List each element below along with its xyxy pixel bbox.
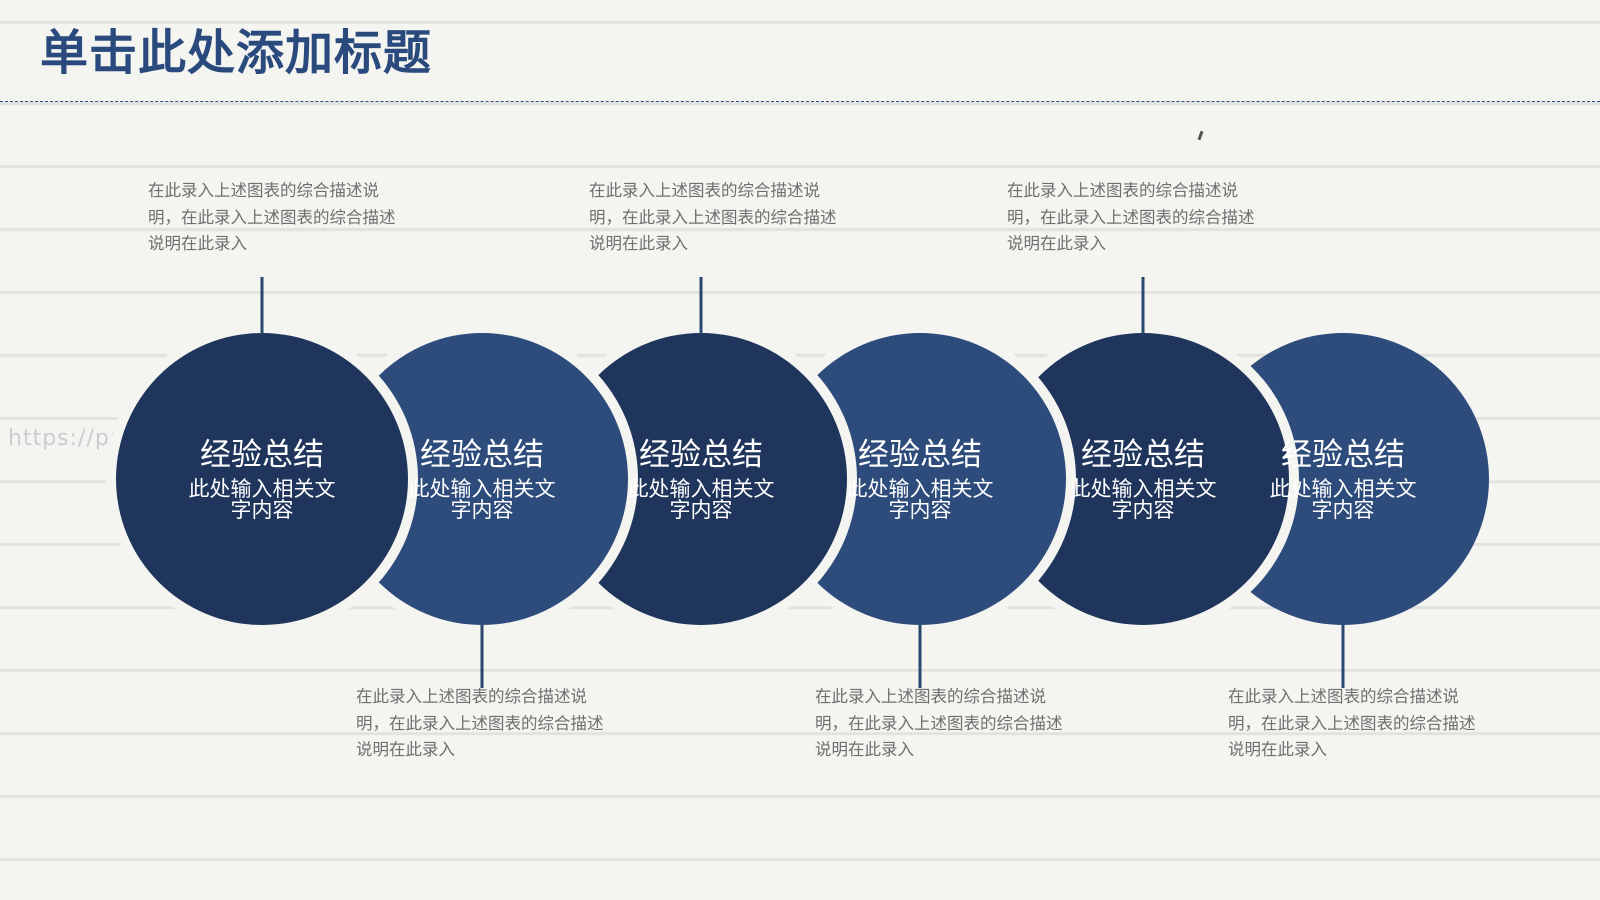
node-title: 经验总结 [639,437,763,473]
node-subtitle: 此处输入相关文字内容 [1069,477,1217,522]
node-circle-4 [774,333,1066,625]
node-subtitle: 此处输入相关文字内容 [627,477,775,522]
node-description-6: 在此录入上述图表的综合描述说明，在此录入上述图表的综合描述说明在此录入 [1228,687,1476,759]
node-description-4: 在此录入上述图表的综合描述说明，在此录入上述图表的综合描述说明在此录入 [815,687,1063,759]
node-circle-1 [116,333,408,625]
node-description-5: 在此录入上述图表的综合描述说明，在此录入上述图表的综合描述说明在此录入 [1007,181,1255,253]
node-text-3: 经验总结此处输入相关文字内容 [571,435,831,521]
node-text-1: 经验总结此处输入相关文字内容 [132,435,392,521]
title-divider [0,101,1600,102]
node-subtitle: 此处输入相关文字内容 [408,477,556,522]
node-title: 经验总结 [858,437,982,473]
node-text-2: 经验总结此处输入相关文字内容 [352,435,612,521]
node-subtitle: 此处输入相关文字内容 [188,477,336,522]
node-circle-3 [555,333,847,625]
node-title: 经验总结 [1081,437,1205,473]
node-title: 经验总结 [1281,437,1405,473]
node-title: 经验总结 [420,437,544,473]
node-description-3: 在此录入上述图表的综合描述说明，在此录入上述图表的综合描述说明在此录入 [589,181,837,253]
node-title: 经验总结 [200,437,324,473]
node-text-6: 经验总结此处输入相关文字内容 [1213,435,1473,521]
node-circle-5 [997,333,1289,625]
node-description-1: 在此录入上述图表的综合描述说明，在此录入上述图表的综合描述说明在此录入 [148,181,396,253]
node-text-5: 经验总结此处输入相关文字内容 [1013,435,1273,521]
slide-title: 单击此处添加标题 [40,25,433,81]
node-subtitle: 此处输入相关文字内容 [846,477,994,522]
node-circle-2 [336,333,628,625]
node-description-2: 在此录入上述图表的综合描述说明，在此录入上述图表的综合描述说明在此录入 [356,687,604,759]
node-subtitle: 此处输入相关文字内容 [1269,477,1417,522]
node-text-4: 经验总结此处输入相关文字内容 [790,435,1050,521]
